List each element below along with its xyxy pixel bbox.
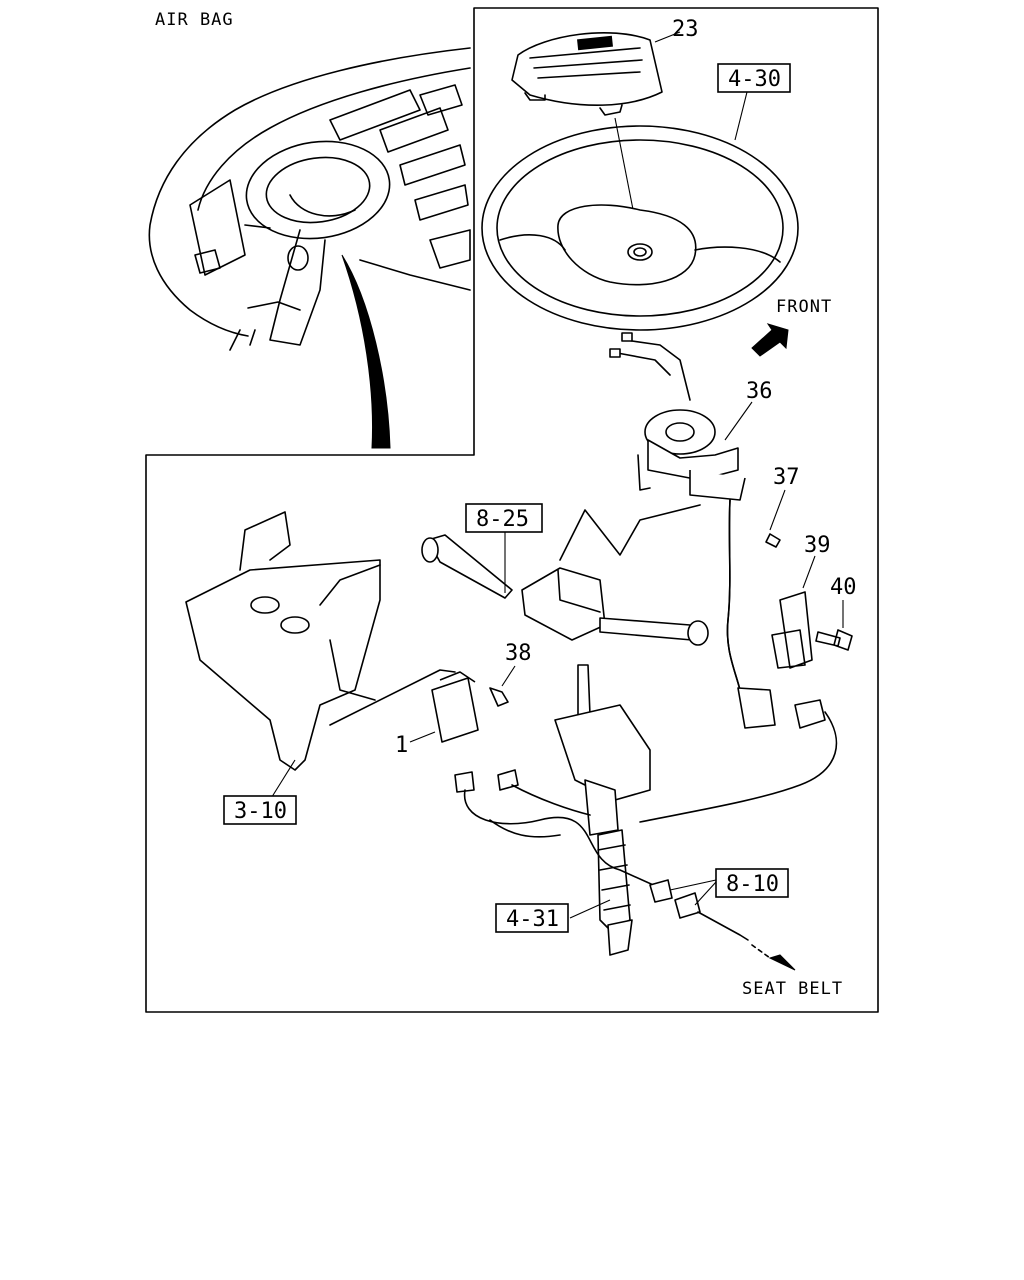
- instrument-panel-bracket: [185, 511, 381, 771]
- callout-40: 40: [830, 575, 857, 600]
- front-arrow-icon: [751, 323, 789, 357]
- ref-4-31-box[interactable]: [495, 903, 569, 933]
- ref-8-10-box[interactable]: [715, 868, 789, 898]
- dashboard-overview-illustration: AIR BAG: [148, 10, 471, 449]
- screw-37-icon: [765, 533, 781, 548]
- screw-38-icon: [489, 687, 509, 707]
- ref-4-31-label: 4-31: [506, 907, 559, 932]
- detail-frame: [145, 7, 879, 1013]
- ref-4-30-label: 4-30: [728, 67, 781, 92]
- callout-36: 36: [746, 379, 773, 404]
- callout-38: 38: [505, 641, 532, 666]
- clock-spring-36: [609, 332, 746, 501]
- callout-37: 37: [773, 465, 800, 490]
- airbag-module-23: [511, 31, 663, 116]
- steering-wheel: [481, 125, 799, 331]
- steering-column: [554, 664, 651, 956]
- front-caption: FRONT: [776, 297, 832, 317]
- ref-8-10-label: 8-10: [726, 872, 779, 897]
- bracket-39: [771, 591, 813, 669]
- ref-3-10-label: 3-10: [234, 799, 287, 824]
- air-bag-caption: AIR BAG: [155, 10, 234, 30]
- ref-8-25-label: 8-25: [476, 507, 529, 532]
- seat-belt-arrow-icon: [768, 954, 796, 971]
- diagnostic-unit-1: [431, 671, 479, 743]
- callout-23: 23: [672, 17, 699, 42]
- combination-switch: [421, 504, 709, 646]
- ref-3-10-box[interactable]: [223, 795, 297, 825]
- ref-8-25-box[interactable]: [465, 503, 543, 533]
- callout-1: 1: [395, 733, 408, 758]
- ref-4-30-box[interactable]: [717, 63, 791, 93]
- callout-39: 39: [804, 533, 831, 558]
- seat-belt-caption: SEAT BELT: [742, 979, 843, 999]
- bolt-40-icon: [815, 629, 853, 651]
